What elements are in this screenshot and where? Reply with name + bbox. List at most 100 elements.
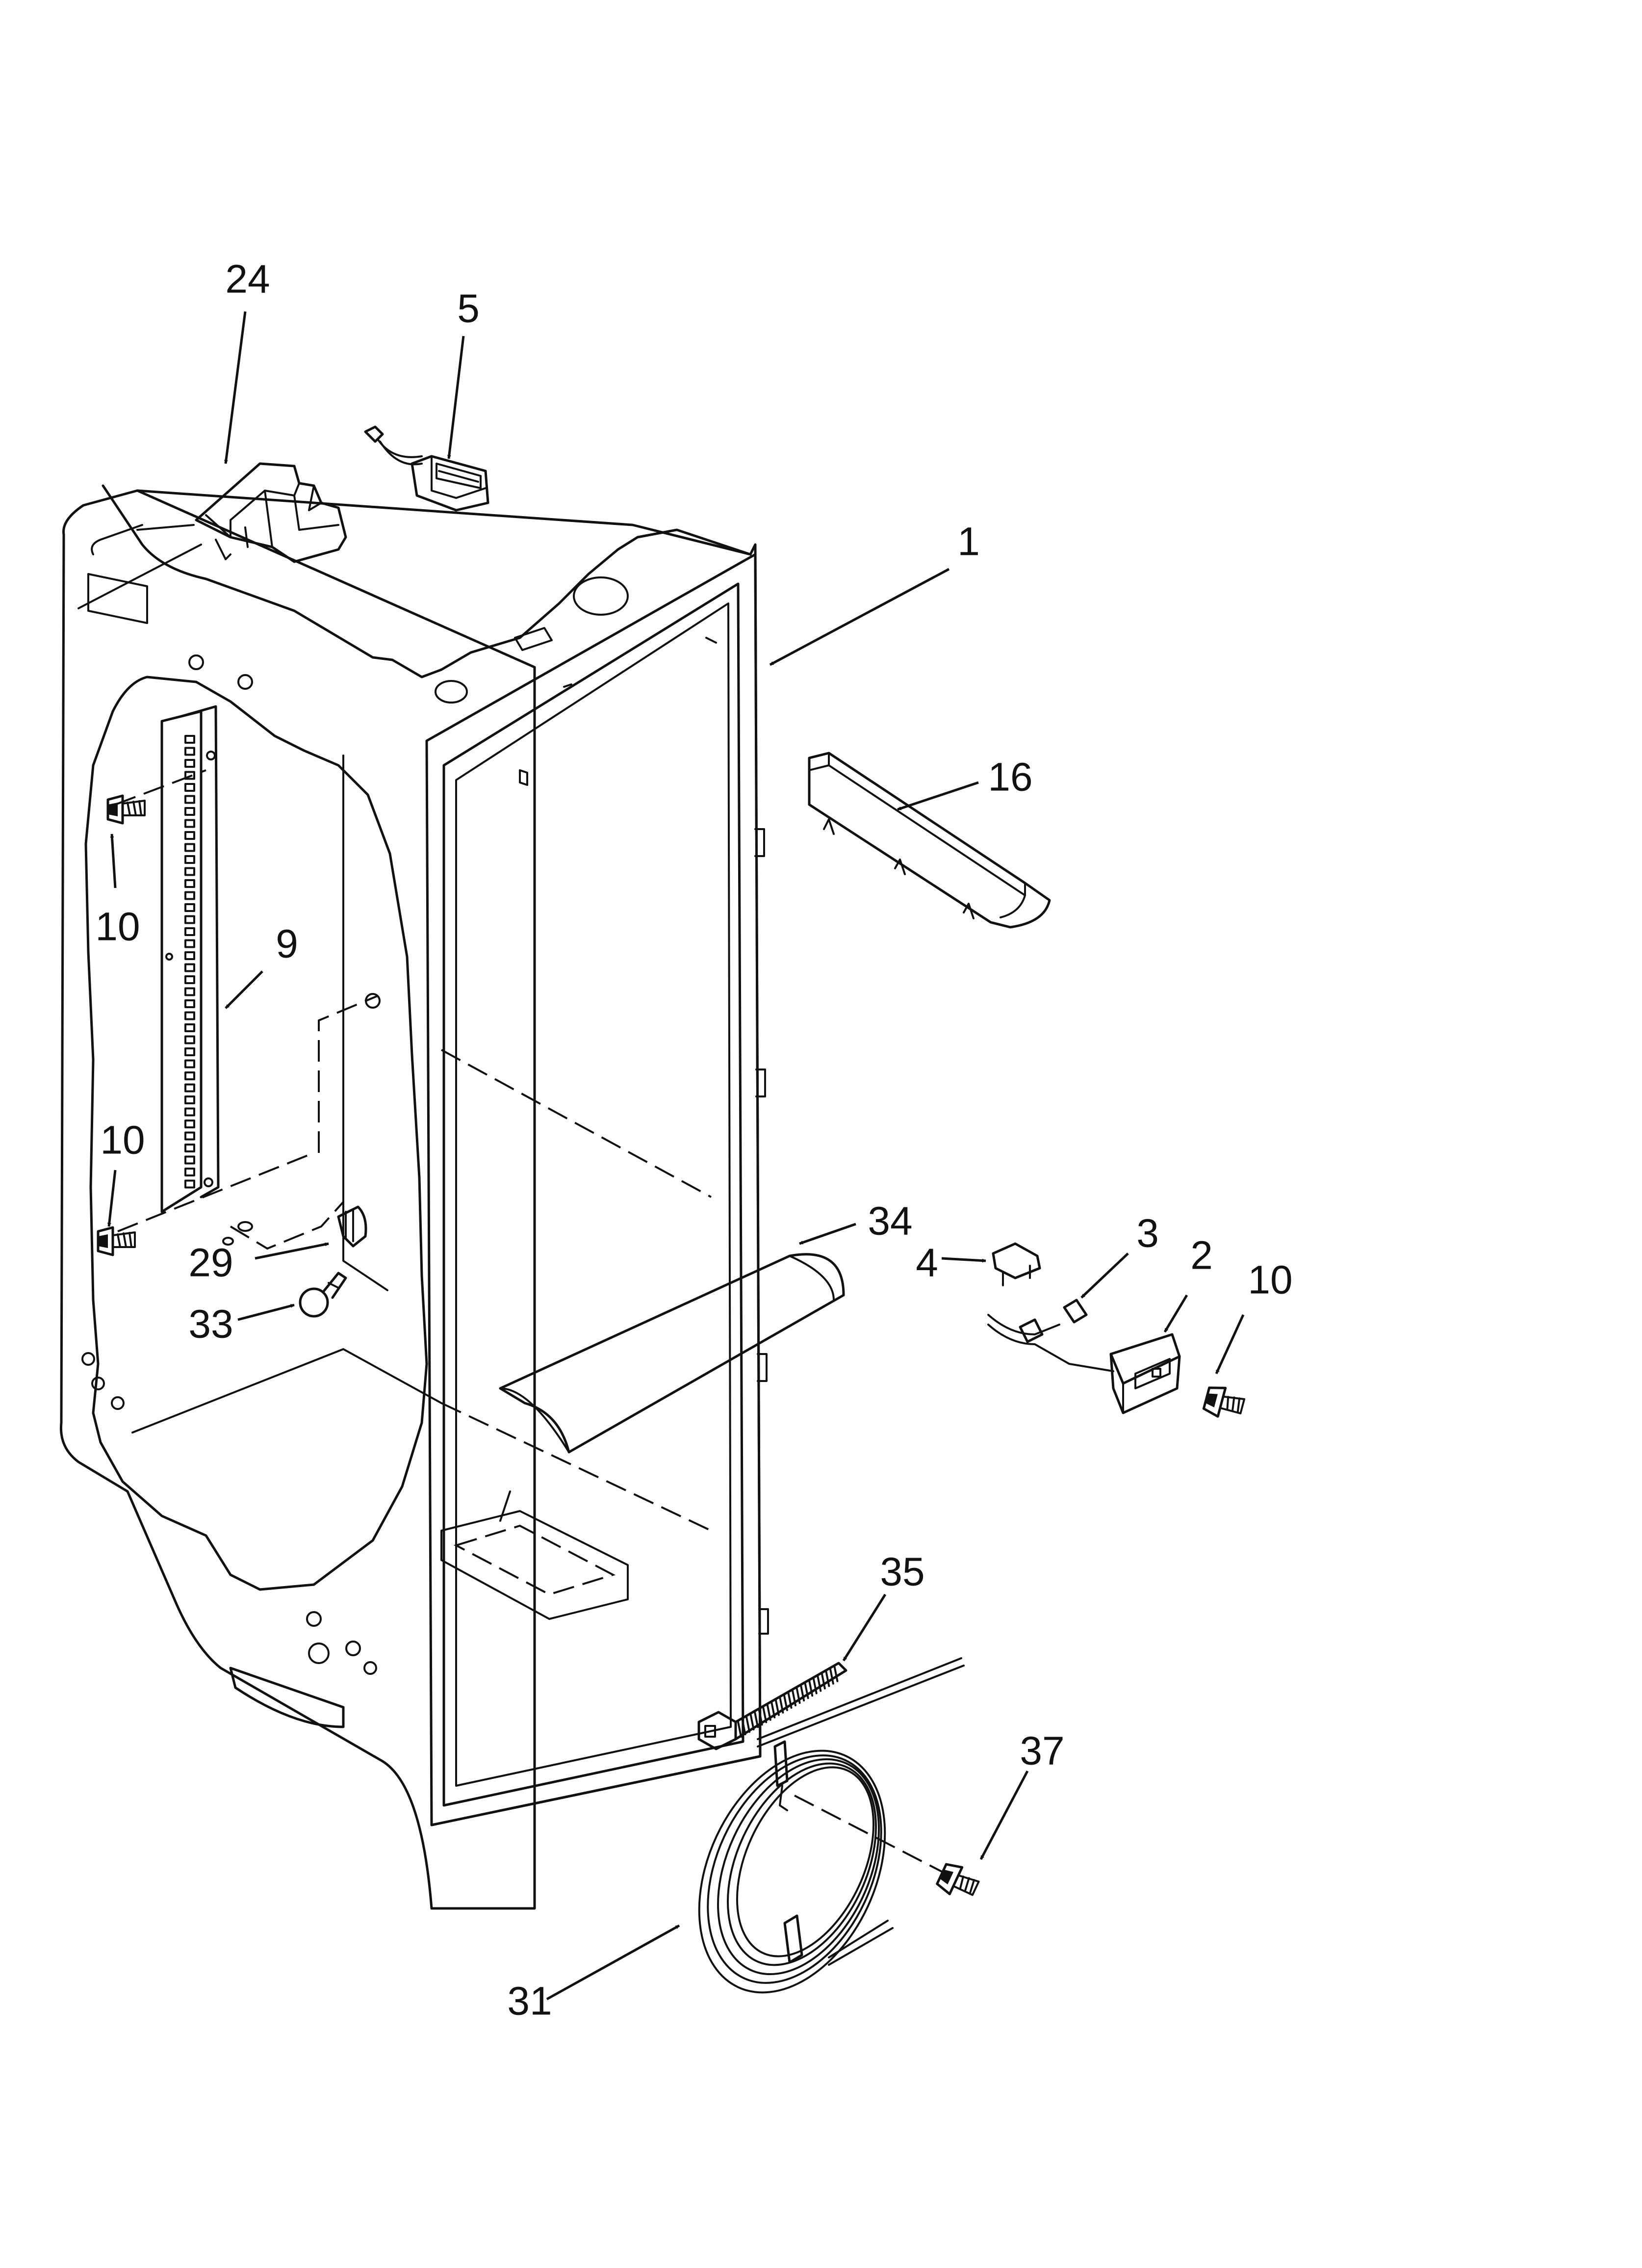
ladder-slot (184, 1131, 195, 1141)
cable-tie-tooth (821, 1672, 826, 1690)
leader-34 (799, 1223, 856, 1245)
callout-10-lower: 10 (100, 1118, 145, 1163)
leader-2 (1163, 1294, 1188, 1333)
ladder-slot (184, 1168, 195, 1176)
ladder-slot (184, 843, 195, 852)
water-tubing-coil (698, 1657, 965, 1994)
wire-clip (992, 1242, 1041, 1286)
ladder-slot (184, 735, 195, 744)
cable-tie-tooth (825, 1670, 830, 1687)
ladder-slot (184, 1144, 195, 1152)
leader-1 (769, 568, 950, 666)
cable-tie-tooth (741, 1719, 746, 1736)
leader-10b (107, 1170, 117, 1227)
screw-upper-left (106, 794, 146, 825)
callout-34: 34 (868, 1199, 912, 1244)
leader-29 (255, 1242, 329, 1260)
ladder-slot (184, 867, 195, 876)
cable-tie-tooth (758, 1709, 763, 1726)
leader-3 (1080, 1252, 1129, 1299)
ladder-slot (184, 891, 195, 900)
leader-10a (110, 834, 117, 888)
ladder-slot (184, 1083, 195, 1093)
ladder-slot (184, 1107, 195, 1117)
leader-lines (107, 311, 1245, 2001)
light-shield (499, 1253, 845, 1454)
callout-5: 5 (457, 287, 480, 331)
ladder-slot (184, 975, 195, 984)
cable-tie-tooth (762, 1706, 768, 1723)
ladder-slot (184, 951, 195, 960)
switch-harness (987, 1299, 1114, 1372)
ladder-slot (184, 783, 195, 792)
ladder-slot (184, 1023, 195, 1032)
ladder-slot (184, 831, 195, 840)
cable-tie-tooth (800, 1685, 805, 1702)
ladder-slot (184, 807, 195, 816)
leader-37 (979, 1770, 1029, 1860)
leader-35 (842, 1593, 887, 1662)
control-housing (77, 462, 347, 609)
screw-right (1202, 1386, 1246, 1418)
ladder-slot (184, 939, 195, 948)
ladder-slot (184, 1120, 195, 1128)
cable-tie-tooth (808, 1680, 814, 1697)
callout-4: 4 (916, 1241, 938, 1285)
callout-31: 31 (507, 1979, 552, 2024)
callout-10-upper: 10 (95, 905, 140, 949)
leader-31 (546, 1924, 680, 2001)
ladder-slot (184, 963, 195, 972)
leader-4 (941, 1257, 986, 1263)
cable-tie-tooth (783, 1694, 788, 1711)
leader-9 (225, 970, 263, 1009)
ladder-slot (184, 1059, 195, 1069)
callout-1: 1 (957, 520, 980, 564)
light-bulb (299, 1272, 347, 1318)
ladder-slot (184, 1071, 195, 1080)
cabinet-liner (59, 484, 769, 1910)
callout-2: 2 (1190, 1233, 1213, 1278)
callout-3: 3 (1136, 1211, 1159, 1256)
ladder-slot (184, 819, 195, 828)
cable-tie-tooth (804, 1682, 809, 1699)
callout-10-right: 10 (1248, 1258, 1292, 1303)
ladder-slot (184, 1155, 195, 1165)
ladder-slot (184, 915, 195, 924)
cable-tie-tooth (745, 1716, 751, 1733)
ladder-slot (184, 927, 195, 936)
cable-tie-tooth (749, 1714, 755, 1731)
cable-tie-tooth (829, 1668, 834, 1685)
cable-tie-tooth (766, 1704, 771, 1721)
callout-29: 29 (188, 1241, 233, 1285)
callout-9: 9 (276, 922, 298, 966)
callout-37: 37 (1020, 1729, 1064, 1773)
door-switch (1109, 1333, 1181, 1414)
ladder-slot (184, 747, 195, 756)
ladder-slot (184, 1011, 195, 1020)
ladder-slot (184, 855, 195, 864)
cable-tie-tooth (779, 1696, 784, 1714)
screw-lower-left (97, 1226, 136, 1256)
leader-16 (897, 781, 979, 811)
callout-labels: 24 5 1 16 10 9 10 29 33 34 4 3 2 10 35 3… (95, 257, 1292, 2024)
callout-35: 35 (880, 1550, 924, 1594)
mounting-screw (936, 1863, 980, 1896)
ladder-slot (184, 1035, 195, 1044)
leader-10c (1215, 1314, 1245, 1375)
cable-tie-tooth (737, 1721, 742, 1738)
light-switch-harness (364, 425, 489, 512)
cable-tie-tooth (787, 1692, 793, 1709)
ladder-slot (184, 999, 195, 1008)
ladder-slot (184, 771, 195, 780)
cable-tie-tooth (770, 1701, 776, 1719)
ladder-slot (184, 1095, 195, 1104)
cable-tie-tooth (812, 1677, 818, 1694)
leader-5 (447, 336, 465, 459)
shelf-channel (808, 752, 1051, 929)
ladder-slot (184, 1047, 195, 1056)
cable-tie-tooth (817, 1675, 822, 1692)
leader-33 (237, 1303, 295, 1321)
cable-tie-tooth (833, 1665, 839, 1682)
cable-tie-tooth (792, 1690, 797, 1707)
